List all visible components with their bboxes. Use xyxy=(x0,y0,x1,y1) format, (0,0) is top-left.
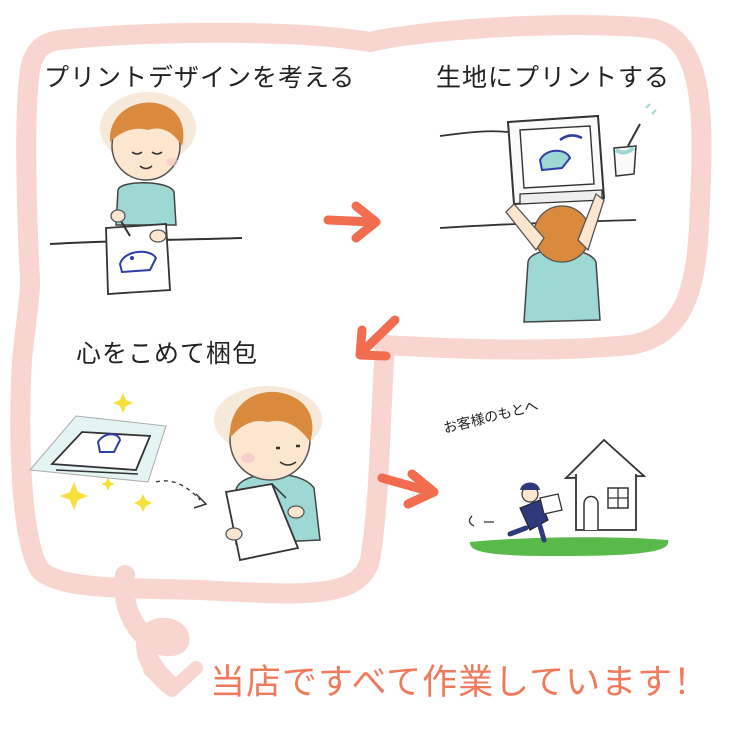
tail-arrowhead xyxy=(143,661,203,697)
process-loop xyxy=(10,15,712,695)
scene-pack xyxy=(29,386,322,562)
step-pack-label: 心をこめて梱包 xyxy=(76,339,259,368)
footer-message: 当店ですべて作業しています！ xyxy=(210,663,710,703)
step-design-label: プリントデザインを考える xyxy=(44,63,356,92)
step-print-label: 生地にプリントする xyxy=(436,63,671,92)
scene-print xyxy=(439,103,657,323)
arrow-pack-to-deliver xyxy=(377,469,439,509)
scene-deliver xyxy=(468,438,669,556)
scene-design xyxy=(49,92,243,295)
arrow-print-to-pack xyxy=(355,315,400,361)
arrow-design-to-print xyxy=(323,201,381,243)
